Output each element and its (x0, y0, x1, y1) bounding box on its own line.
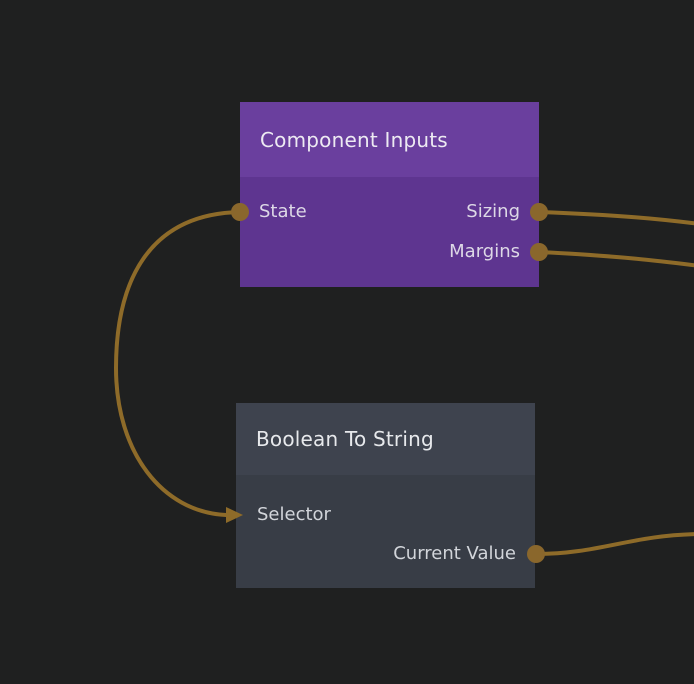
port-label-current-value[interactable]: Current Value (393, 543, 516, 564)
node-component-inputs-header[interactable]: Component Inputs (240, 102, 539, 177)
node-component-inputs-body (240, 177, 539, 287)
port-label-margins[interactable]: Margins (449, 241, 520, 262)
wire-sizing-out[interactable] (537, 210, 694, 226)
wire-margins-out[interactable] (537, 250, 694, 268)
node-title: Component Inputs (260, 127, 448, 152)
node-title: Boolean To String (256, 427, 434, 451)
node-boolean-to-string-header[interactable]: Boolean To String (236, 403, 535, 475)
port-label-state[interactable]: State (259, 201, 307, 222)
wire-state-to-selector[interactable] (113, 210, 242, 517)
node-component-inputs[interactable]: Component Inputs State Sizing Margins (240, 102, 539, 287)
node-boolean-to-string[interactable]: Boolean To String Selector Current Value (236, 403, 535, 588)
node-boolean-to-string-body (236, 475, 535, 588)
port-label-sizing[interactable]: Sizing (466, 201, 520, 222)
port-label-selector[interactable]: Selector (257, 504, 331, 525)
wire-current-value-out[interactable] (534, 532, 694, 556)
